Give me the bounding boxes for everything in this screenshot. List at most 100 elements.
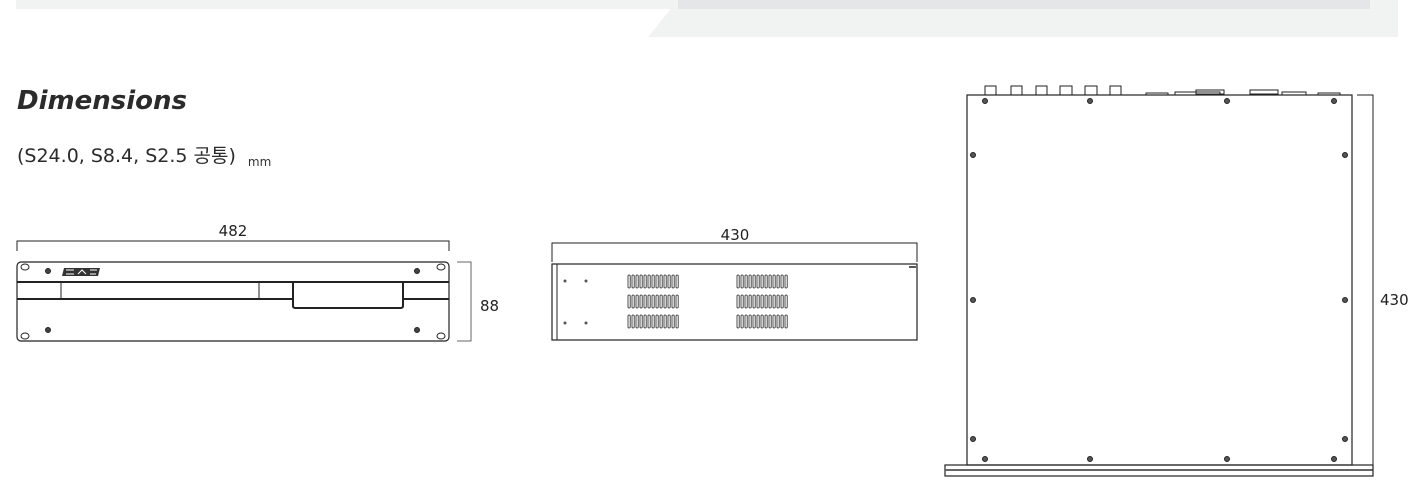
- vent-slot: [675, 274, 679, 289]
- vent-slot: [647, 294, 651, 309]
- screw-icon: [982, 456, 988, 462]
- vent-slot: [643, 274, 647, 289]
- screw-icon: [1087, 98, 1093, 104]
- vent-slot: [631, 314, 635, 329]
- vent-slot: [639, 274, 643, 289]
- vent-slot: [659, 314, 663, 329]
- vent-slot: [740, 294, 744, 309]
- vent-slot: [740, 274, 744, 289]
- vent-slot: [780, 314, 784, 329]
- vent-slot: [663, 314, 667, 329]
- vent-slot: [635, 314, 639, 329]
- vent-slot: [675, 314, 679, 329]
- vent-slot: [663, 294, 667, 309]
- vent-slot: [760, 314, 764, 329]
- side-depth-label: 430: [721, 226, 750, 244]
- vent-slot: [667, 274, 671, 289]
- vent-slot: [635, 274, 639, 289]
- page-title: Dimensions: [17, 86, 187, 116]
- vent-slot: [736, 274, 740, 289]
- vent-slot: [740, 314, 744, 329]
- vent-slot: [752, 274, 756, 289]
- front-width-label: 482: [219, 222, 248, 240]
- vent-slots: [627, 274, 788, 329]
- top-depth-label: 430: [1380, 291, 1409, 309]
- vent-slot: [768, 274, 772, 289]
- vent-slot: [776, 274, 780, 289]
- vent-slot: [667, 294, 671, 309]
- vent-slot: [756, 274, 760, 289]
- vent-slot: [631, 274, 635, 289]
- rear-connectors: [984, 85, 1341, 96]
- screw-icon: [1224, 98, 1230, 104]
- vent-slot: [736, 294, 740, 309]
- screw-icon: [1342, 152, 1348, 158]
- vent-slot: [736, 314, 740, 329]
- screw-icon: [1331, 456, 1337, 462]
- vent-slot: [627, 294, 631, 309]
- screw-icon: [970, 152, 976, 158]
- vent-slot: [671, 294, 675, 309]
- screw-icon: [1087, 456, 1093, 462]
- vent-slot: [764, 294, 768, 309]
- vent-slot: [659, 294, 663, 309]
- header-banner: [16, 0, 1398, 37]
- vent-slot: [643, 314, 647, 329]
- side-view: [551, 242, 918, 341]
- vent-slot: [772, 314, 776, 329]
- vent-slot: [647, 274, 651, 289]
- screw-icon: [1224, 456, 1230, 462]
- vent-slot: [764, 314, 768, 329]
- vent-slot: [671, 314, 675, 329]
- screw-icon: [970, 297, 976, 303]
- vent-slot: [744, 274, 748, 289]
- vent-slot: [748, 294, 752, 309]
- vent-slot: [659, 274, 663, 289]
- vent-slot: [667, 314, 671, 329]
- vent-slot: [647, 314, 651, 329]
- screw-icon: [970, 436, 976, 442]
- vent-slot: [643, 294, 647, 309]
- unit-label: mm: [247, 155, 272, 169]
- screw-icon: [1342, 436, 1348, 442]
- vent-slot: [655, 314, 659, 329]
- vent-slot: [744, 314, 748, 329]
- vent-slot: [631, 294, 635, 309]
- front-view: [16, 240, 472, 342]
- vent-slot: [675, 294, 679, 309]
- vent-slot: [780, 294, 784, 309]
- vent-slot: [760, 274, 764, 289]
- vent-slot: [768, 314, 772, 329]
- screw-icon: [1342, 297, 1348, 303]
- vent-slot: [752, 314, 756, 329]
- vent-slot: [744, 294, 748, 309]
- vent-slot: [639, 294, 643, 309]
- vent-slot: [671, 274, 675, 289]
- vent-slot: [651, 274, 655, 289]
- vent-slot: [748, 274, 752, 289]
- front-height-label: 88: [480, 297, 499, 315]
- models-text: (S24.0, S8.4, S2.5 공통): [17, 145, 236, 167]
- vent-slot: [772, 274, 776, 289]
- vent-slot: [784, 294, 788, 309]
- vent-slot: [784, 314, 788, 329]
- vent-slot: [780, 274, 784, 289]
- vent-slot: [764, 274, 768, 289]
- vent-slot: [772, 294, 776, 309]
- vent-slot: [651, 294, 655, 309]
- vent-slot: [752, 294, 756, 309]
- vent-slot: [776, 294, 780, 309]
- vent-slot: [663, 274, 667, 289]
- screw-icon: [1331, 98, 1337, 104]
- vent-slot: [635, 294, 639, 309]
- vent-slot: [627, 274, 631, 289]
- vent-slot: [748, 314, 752, 329]
- screw-icon: [982, 98, 988, 104]
- vent-slot: [639, 314, 643, 329]
- vent-slot: [756, 314, 760, 329]
- top-view: [944, 85, 1374, 477]
- brand-logo: [62, 268, 100, 276]
- vent-slot: [651, 314, 655, 329]
- vent-slot: [627, 314, 631, 329]
